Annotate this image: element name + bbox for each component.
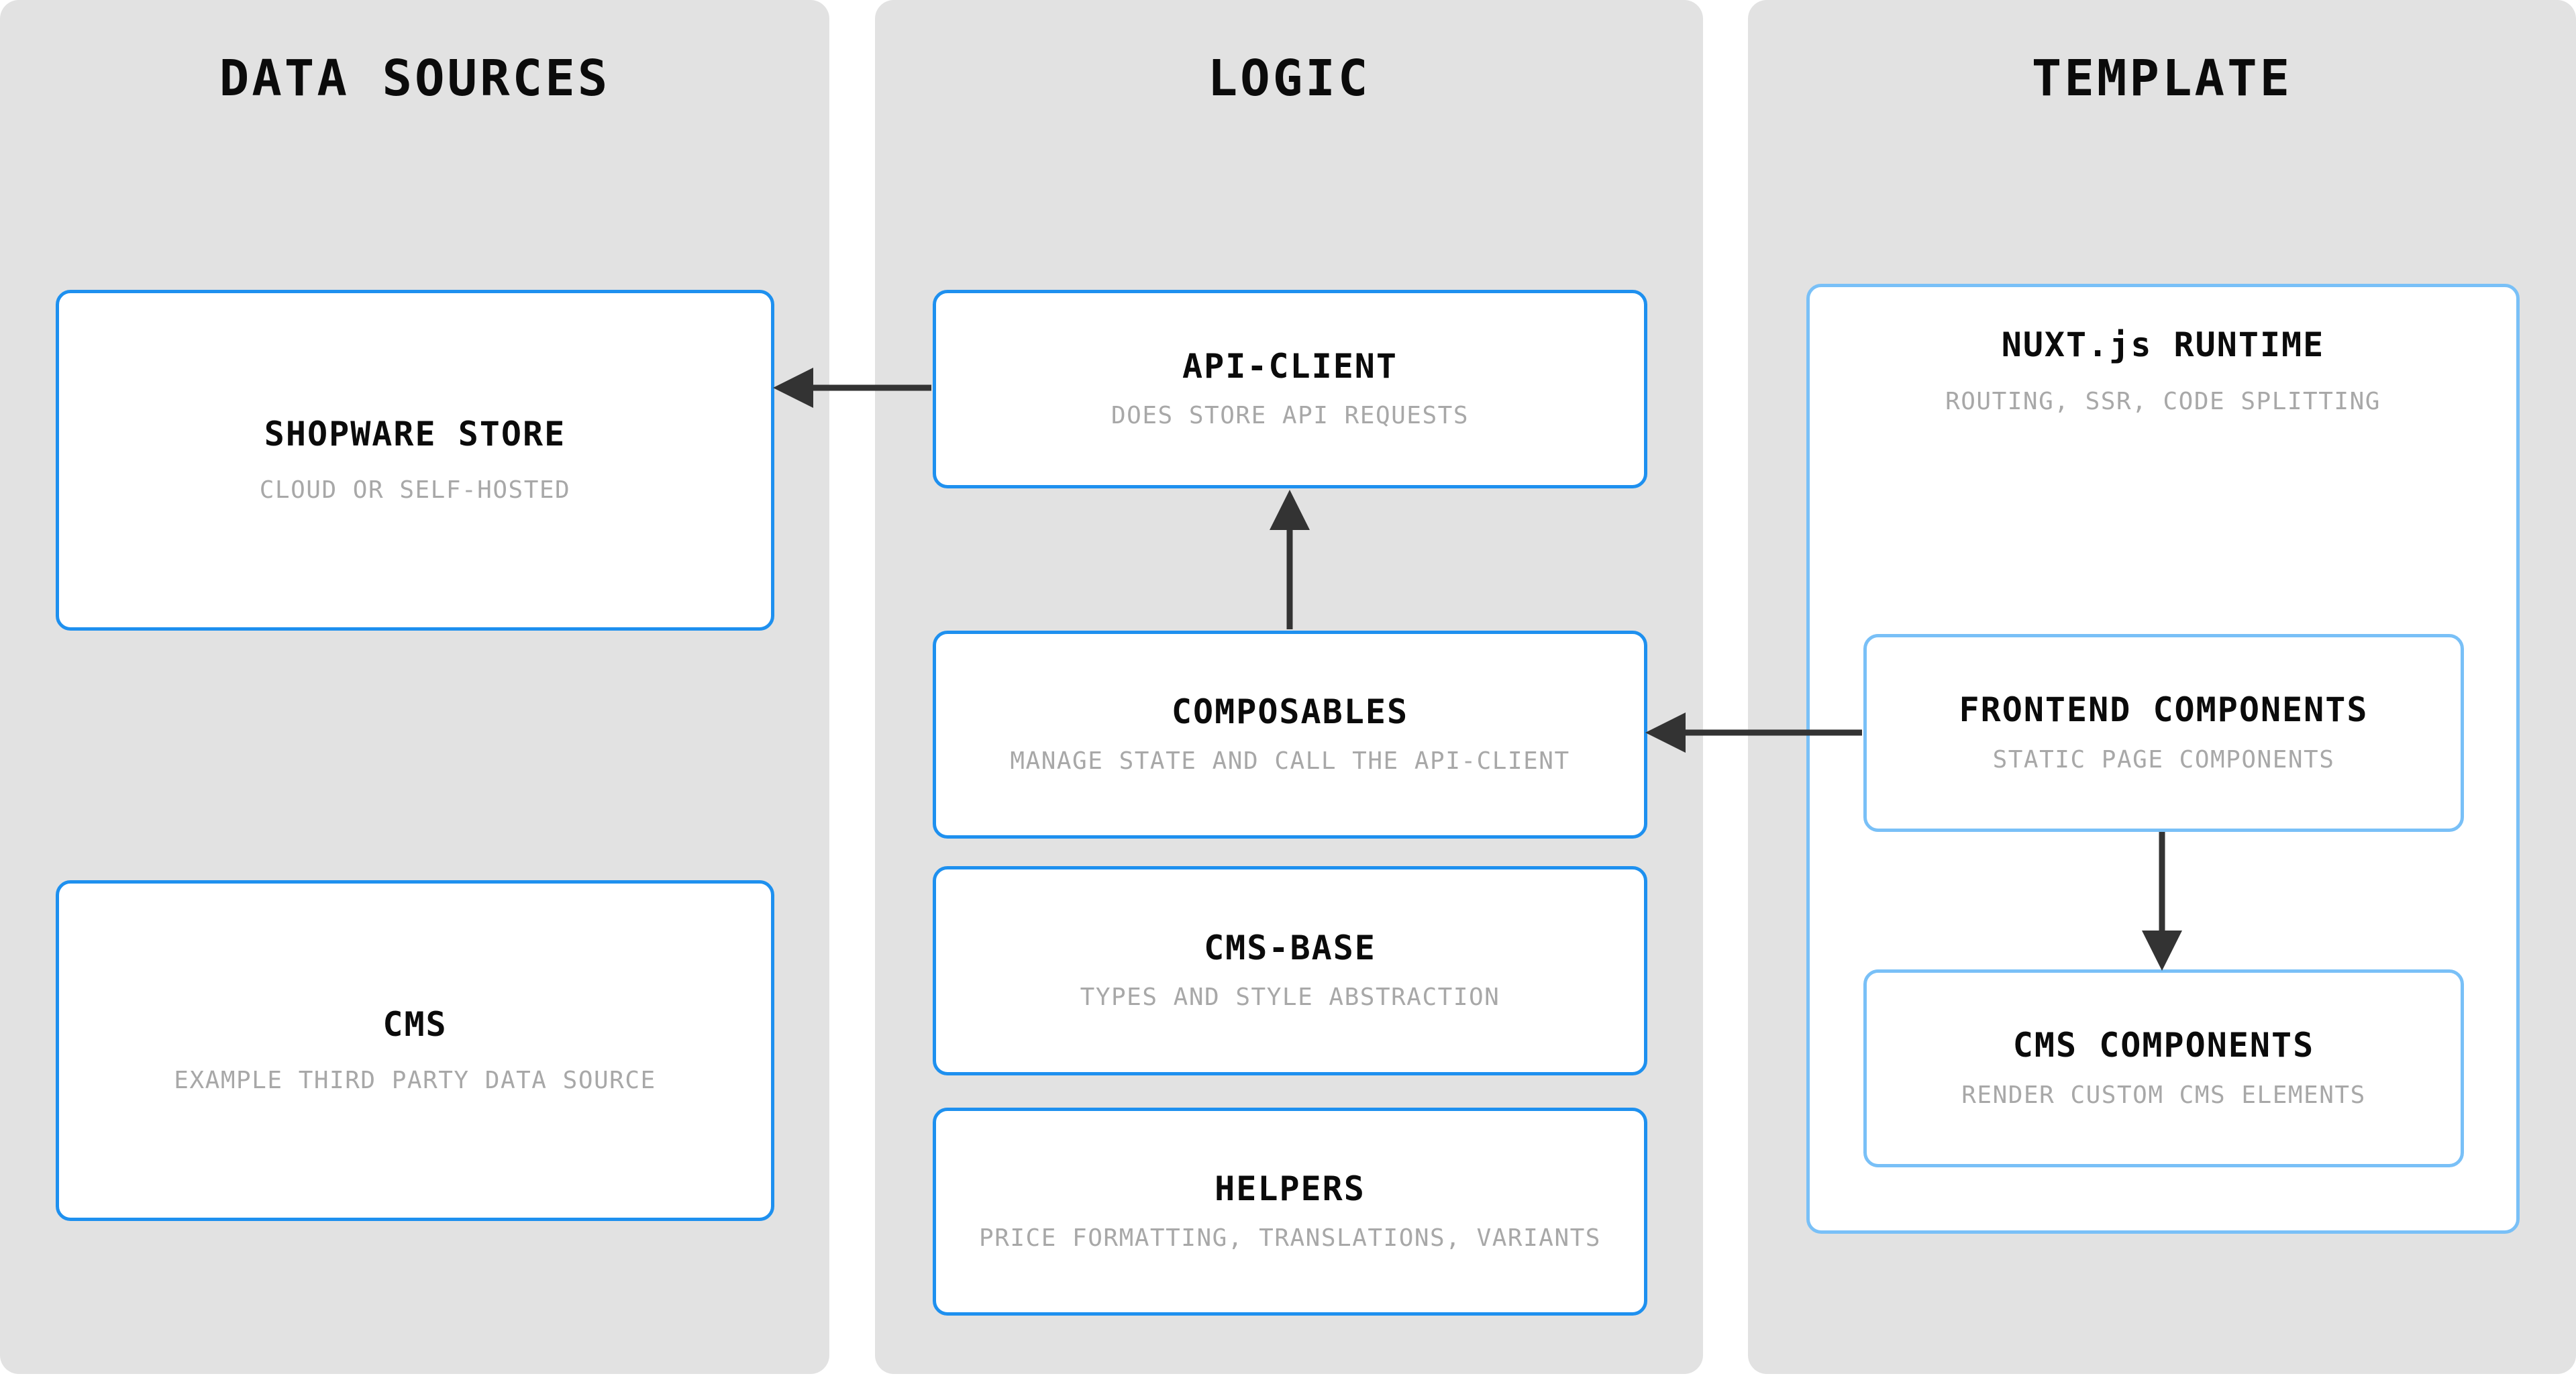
node-shopware-store[interactable]: SHOPWARE STORE CLOUD OR SELF-HOSTED: [56, 290, 774, 631]
node-title-cms-base: CMS-BASE: [1204, 928, 1376, 967]
node-frontend-components[interactable]: FRONTEND COMPONENTS STATIC PAGE COMPONEN…: [1863, 634, 2464, 832]
node-title-cms-components: CMS COMPONENTS: [2012, 1026, 2315, 1065]
node-title-helpers: HELPERS: [1215, 1169, 1366, 1208]
node-subtitle-shopware-store: CLOUD OR SELF-HOSTED: [259, 476, 571, 505]
node-subtitle-cms-components: RENDER CUSTOM CMS ELEMENTS: [1961, 1081, 2366, 1109]
node-subtitle-nuxt-runtime: ROUTING, SSR, CODE SPLITTING: [1945, 387, 2381, 415]
node-helpers[interactable]: HELPERS PRICE FORMATTING, TRANSLATIONS, …: [933, 1108, 1647, 1316]
nuxt-runtime-header: NUXT.js RUNTIME ROUTING, SSR, CODE SPLIT…: [1810, 327, 2516, 415]
node-subtitle-api-client: DOES STORE API REQUESTS: [1111, 402, 1469, 430]
node-cms-components[interactable]: CMS COMPONENTS RENDER CUSTOM CMS ELEMENT…: [1863, 969, 2464, 1167]
node-subtitle-helpers: PRICE FORMATTING, TRANSLATIONS, VARIANTS: [979, 1224, 1601, 1253]
node-api-client[interactable]: API-CLIENT DOES STORE API REQUESTS: [933, 290, 1647, 488]
node-subtitle-composables: MANAGE STATE AND CALL THE API-CLIENT: [1010, 747, 1570, 776]
node-title-nuxt-runtime: NUXT.js RUNTIME: [2001, 325, 2325, 364]
node-title-cms: CMS: [382, 1004, 448, 1044]
node-composables[interactable]: COMPOSABLES MANAGE STATE AND CALL THE AP…: [933, 631, 1647, 839]
node-title-shopware-store: SHOPWARE STORE: [264, 414, 566, 454]
node-subtitle-cms-base: TYPES AND STYLE ABSTRACTION: [1080, 984, 1500, 1012]
column-title-data-sources: DATA SOURCES: [219, 50, 611, 107]
node-title-api-client: API-CLIENT: [1182, 346, 1398, 386]
column-title-logic: LOGIC: [1207, 50, 1371, 107]
node-subtitle-frontend-components: STATIC PAGE COMPONENTS: [1992, 745, 2335, 774]
node-cms[interactable]: CMS EXAMPLE THIRD PARTY DATA SOURCE: [56, 880, 774, 1221]
column-title-template: TEMPLATE: [2031, 50, 2293, 107]
node-title-composables: COMPOSABLES: [1171, 692, 1409, 731]
node-cms-base[interactable]: CMS-BASE TYPES AND STYLE ABSTRACTION: [933, 866, 1647, 1075]
node-title-frontend-components: FRONTEND COMPONENTS: [1959, 690, 2369, 730]
node-subtitle-cms: EXAMPLE THIRD PARTY DATA SOURCE: [174, 1067, 656, 1095]
